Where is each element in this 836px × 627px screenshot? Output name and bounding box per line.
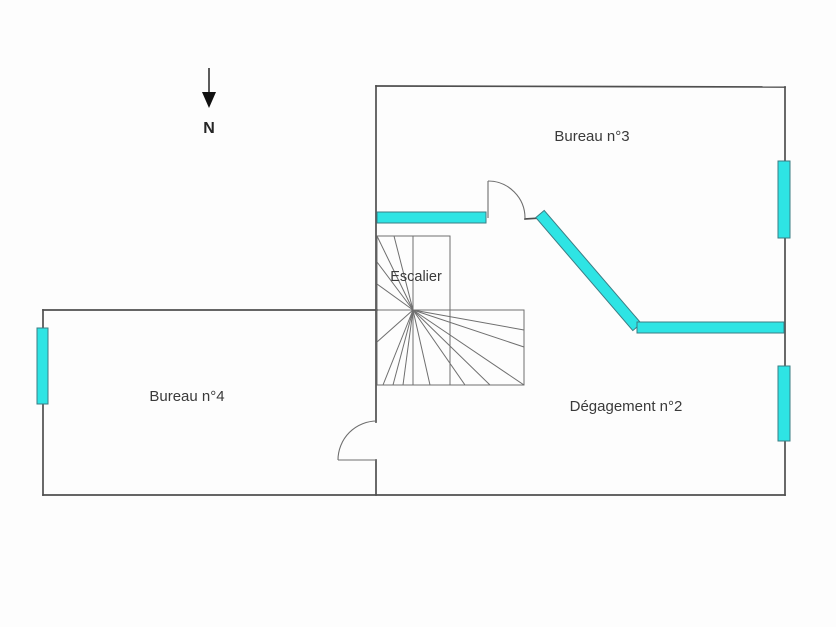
glazing bbox=[36, 160, 791, 442]
wall-north bbox=[375, 85, 786, 88]
glazing-band-degagement bbox=[636, 321, 785, 334]
room-labels: Bureau n°3 Bureau n°4 Dégagement n°2 Esc… bbox=[149, 128, 682, 415]
room-label-degagement2: Dégagement n°2 bbox=[570, 398, 683, 415]
walls bbox=[42, 85, 786, 496]
window-east-upper bbox=[777, 160, 791, 239]
doors bbox=[337, 180, 526, 461]
room-label-bureau4: Bureau n°4 bbox=[149, 388, 224, 405]
door-bureau4-arc bbox=[337, 420, 378, 461]
room-label-bureau3: Bureau n°3 bbox=[554, 128, 629, 145]
staircase bbox=[376, 235, 525, 386]
door-bureau3-arc bbox=[487, 180, 526, 219]
window-east-lower bbox=[777, 365, 791, 442]
stair-treads bbox=[376, 235, 525, 386]
north-label: N bbox=[203, 120, 215, 137]
window-west bbox=[36, 327, 49, 405]
north-arrow: N bbox=[202, 68, 216, 137]
north-arrow-head bbox=[202, 92, 216, 108]
room-label-escalier: Escalier bbox=[390, 269, 442, 285]
glazing-band-stair bbox=[376, 211, 487, 224]
glazing-diagonal-partition bbox=[535, 209, 642, 332]
